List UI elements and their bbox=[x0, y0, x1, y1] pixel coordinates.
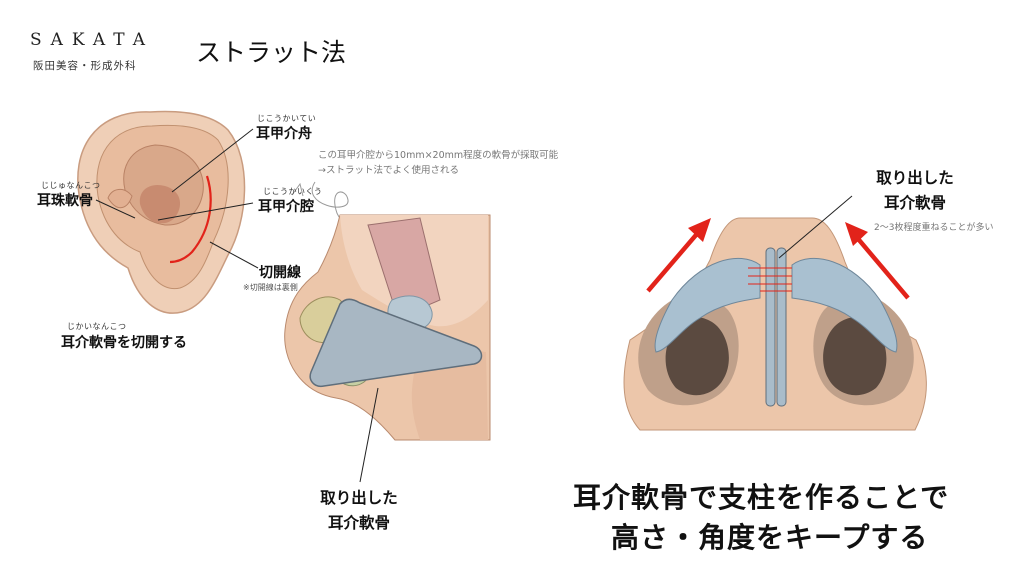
side-caption: 取り出した 耳介軟骨 bbox=[306, 486, 412, 536]
cavum-ruby: じこうかいくう bbox=[263, 187, 323, 196]
incise-ruby: じかいなんこつ bbox=[67, 322, 127, 331]
nose-side-illustration bbox=[284, 214, 491, 483]
front-caption: 取り出した 耳介軟骨 bbox=[862, 166, 968, 216]
page-title: ストラット法 bbox=[196, 38, 347, 67]
conclusion-line2: 高さ・角度をキープする bbox=[611, 521, 929, 554]
incision-line bbox=[169, 175, 212, 264]
nose-front-illustration bbox=[623, 195, 927, 431]
front-caption-note: 2〜3枚程度重ねることが多い bbox=[874, 223, 994, 233]
tragus-label: 耳珠軟骨 bbox=[37, 193, 93, 209]
conclusion-line1: 耳介軟骨で支柱を作ることで bbox=[573, 481, 950, 514]
cymba-label: 耳甲介舟 bbox=[256, 126, 312, 142]
front-caption-line2: 耳介軟骨 bbox=[883, 194, 946, 212]
harvest-note-line2: →ストラット法でよく使用される bbox=[318, 165, 459, 176]
incise-label: 耳介軟骨を切開する bbox=[61, 335, 187, 351]
harvest-note-line1: この耳甲介腔から10mm×20mm程度の軟骨が採取可能 bbox=[318, 150, 559, 161]
incision-label: 切開線 bbox=[259, 265, 301, 281]
strut-front-right bbox=[776, 247, 787, 407]
tragus-ruby: じじゅなんこつ bbox=[41, 181, 101, 190]
strut-side bbox=[309, 298, 483, 388]
side-caption-line2: 耳介軟骨 bbox=[327, 514, 390, 532]
ear-illustration bbox=[77, 110, 259, 314]
incision-note: ※切開線は裏側 bbox=[243, 283, 298, 292]
brand-logo: SAKATA bbox=[30, 30, 154, 50]
lift-arrow-left bbox=[646, 226, 704, 293]
front-caption-line1: 取り出した bbox=[876, 169, 954, 187]
cavum-label: 耳甲介腔 bbox=[258, 199, 314, 215]
side-caption-line1: 取り出した bbox=[320, 489, 398, 507]
cymba-ruby: じこうかいてい bbox=[257, 114, 317, 123]
lift-arrow-right bbox=[852, 232, 910, 300]
strut-front-left bbox=[765, 247, 776, 407]
brand-subtitle: 阪田美容・形成外科 bbox=[33, 60, 137, 72]
